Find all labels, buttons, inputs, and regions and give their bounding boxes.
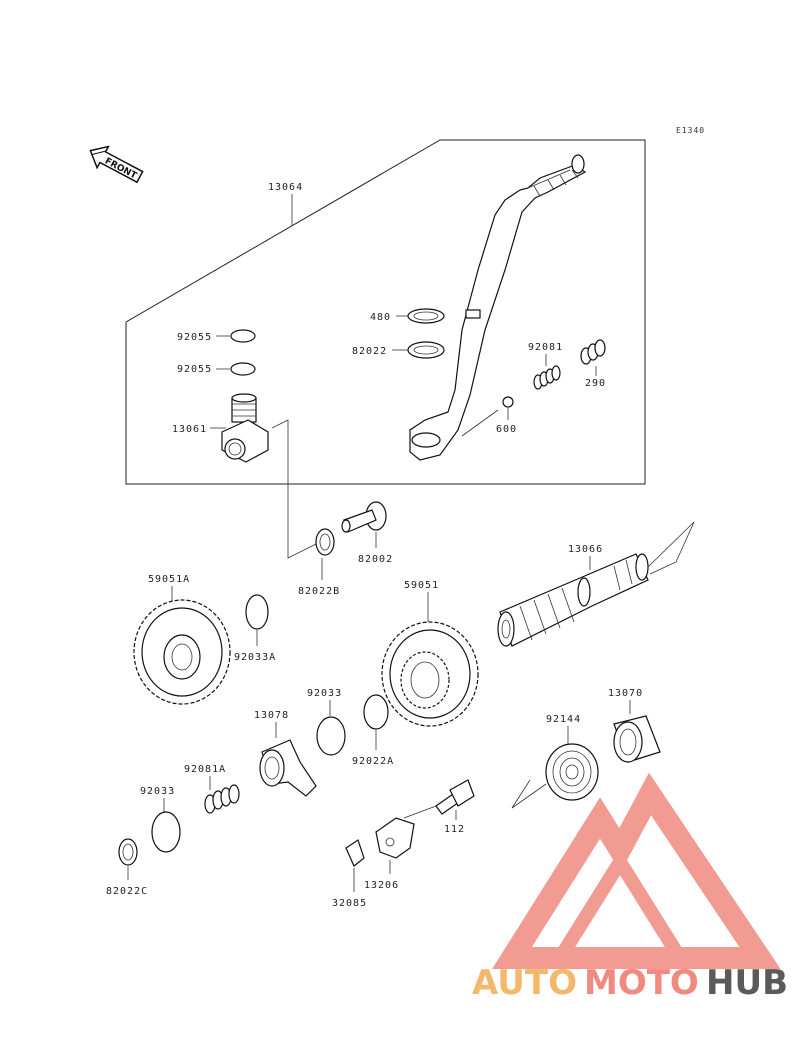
- label-600: 600: [496, 424, 517, 435]
- boss-13061: [221, 393, 269, 463]
- o-ring-92055-upper: [230, 329, 256, 343]
- washer-82022B: [315, 528, 335, 556]
- watermark-auto: AUTO: [472, 963, 577, 1003]
- o-ring-92055-lower: [230, 362, 256, 376]
- ratchet-13078: [259, 739, 317, 797]
- pawl-32085: [345, 839, 365, 867]
- pin-82002: [341, 501, 387, 533]
- circlip-92033: [316, 716, 346, 756]
- circlip-92033-lower: [151, 811, 181, 853]
- label-92022A: 92022A: [352, 756, 394, 767]
- label-59051: 59051: [404, 580, 439, 591]
- shaft-13066: [497, 553, 649, 647]
- spring-92081A: [204, 784, 240, 814]
- washer-82022C: [118, 838, 138, 866]
- kick-pedal-assembly-box: [125, 139, 646, 485]
- washer-480: [407, 308, 445, 324]
- ball-600: [502, 396, 514, 408]
- guide-13070: [613, 715, 661, 763]
- label-13066: 13066: [568, 544, 603, 555]
- watermark-text: AUTO MOTO HUB: [472, 963, 788, 1003]
- label-290: 290: [585, 378, 606, 389]
- label-92081A: 92081A: [184, 764, 226, 775]
- label-32085: 32085: [332, 898, 367, 909]
- label-59051A: 59051A: [148, 574, 190, 585]
- watermark-hub: HUB: [706, 963, 788, 1003]
- label-82022: 82022: [352, 346, 387, 357]
- bolt-112: [435, 779, 475, 815]
- label-92081: 92081: [528, 342, 563, 353]
- front-arrow-icon: FRONT: [89, 145, 144, 184]
- gear-59051: [381, 621, 479, 727]
- label-92055-upper: 92055: [177, 332, 212, 343]
- label-13078: 13078: [254, 710, 289, 721]
- label-92144: 92144: [546, 714, 581, 725]
- washer-92022A: [363, 694, 389, 730]
- label-13206: 13206: [364, 880, 399, 891]
- label-13064: 13064: [268, 182, 303, 193]
- label-92055-lower: 92055: [177, 364, 212, 375]
- kick-lever: [409, 154, 587, 461]
- label-112: 112: [444, 824, 465, 835]
- washer-82022: [407, 341, 445, 359]
- label-13070: 13070: [608, 688, 643, 699]
- spring-290: [580, 339, 606, 365]
- label-92033A: 92033A: [234, 652, 276, 663]
- label-92033: 92033: [307, 688, 342, 699]
- watermark-moto: MOTO: [584, 963, 699, 1003]
- spring-92081: [533, 365, 561, 390]
- label-480: 480: [370, 312, 391, 323]
- label-13061: 13061: [172, 424, 207, 435]
- plate-13206: [375, 817, 415, 859]
- label-92033-lower: 92033: [140, 786, 175, 797]
- label-82022B: 82022B: [298, 586, 340, 597]
- gear-59051A: [133, 599, 231, 705]
- label-82022C: 82022C: [106, 886, 148, 897]
- spring-92144: [545, 743, 599, 801]
- watermark-logo-icon: [492, 772, 781, 969]
- label-82002: 82002: [358, 554, 393, 565]
- diagram-code: E1340: [676, 126, 705, 135]
- circlip-92033A: [245, 594, 269, 630]
